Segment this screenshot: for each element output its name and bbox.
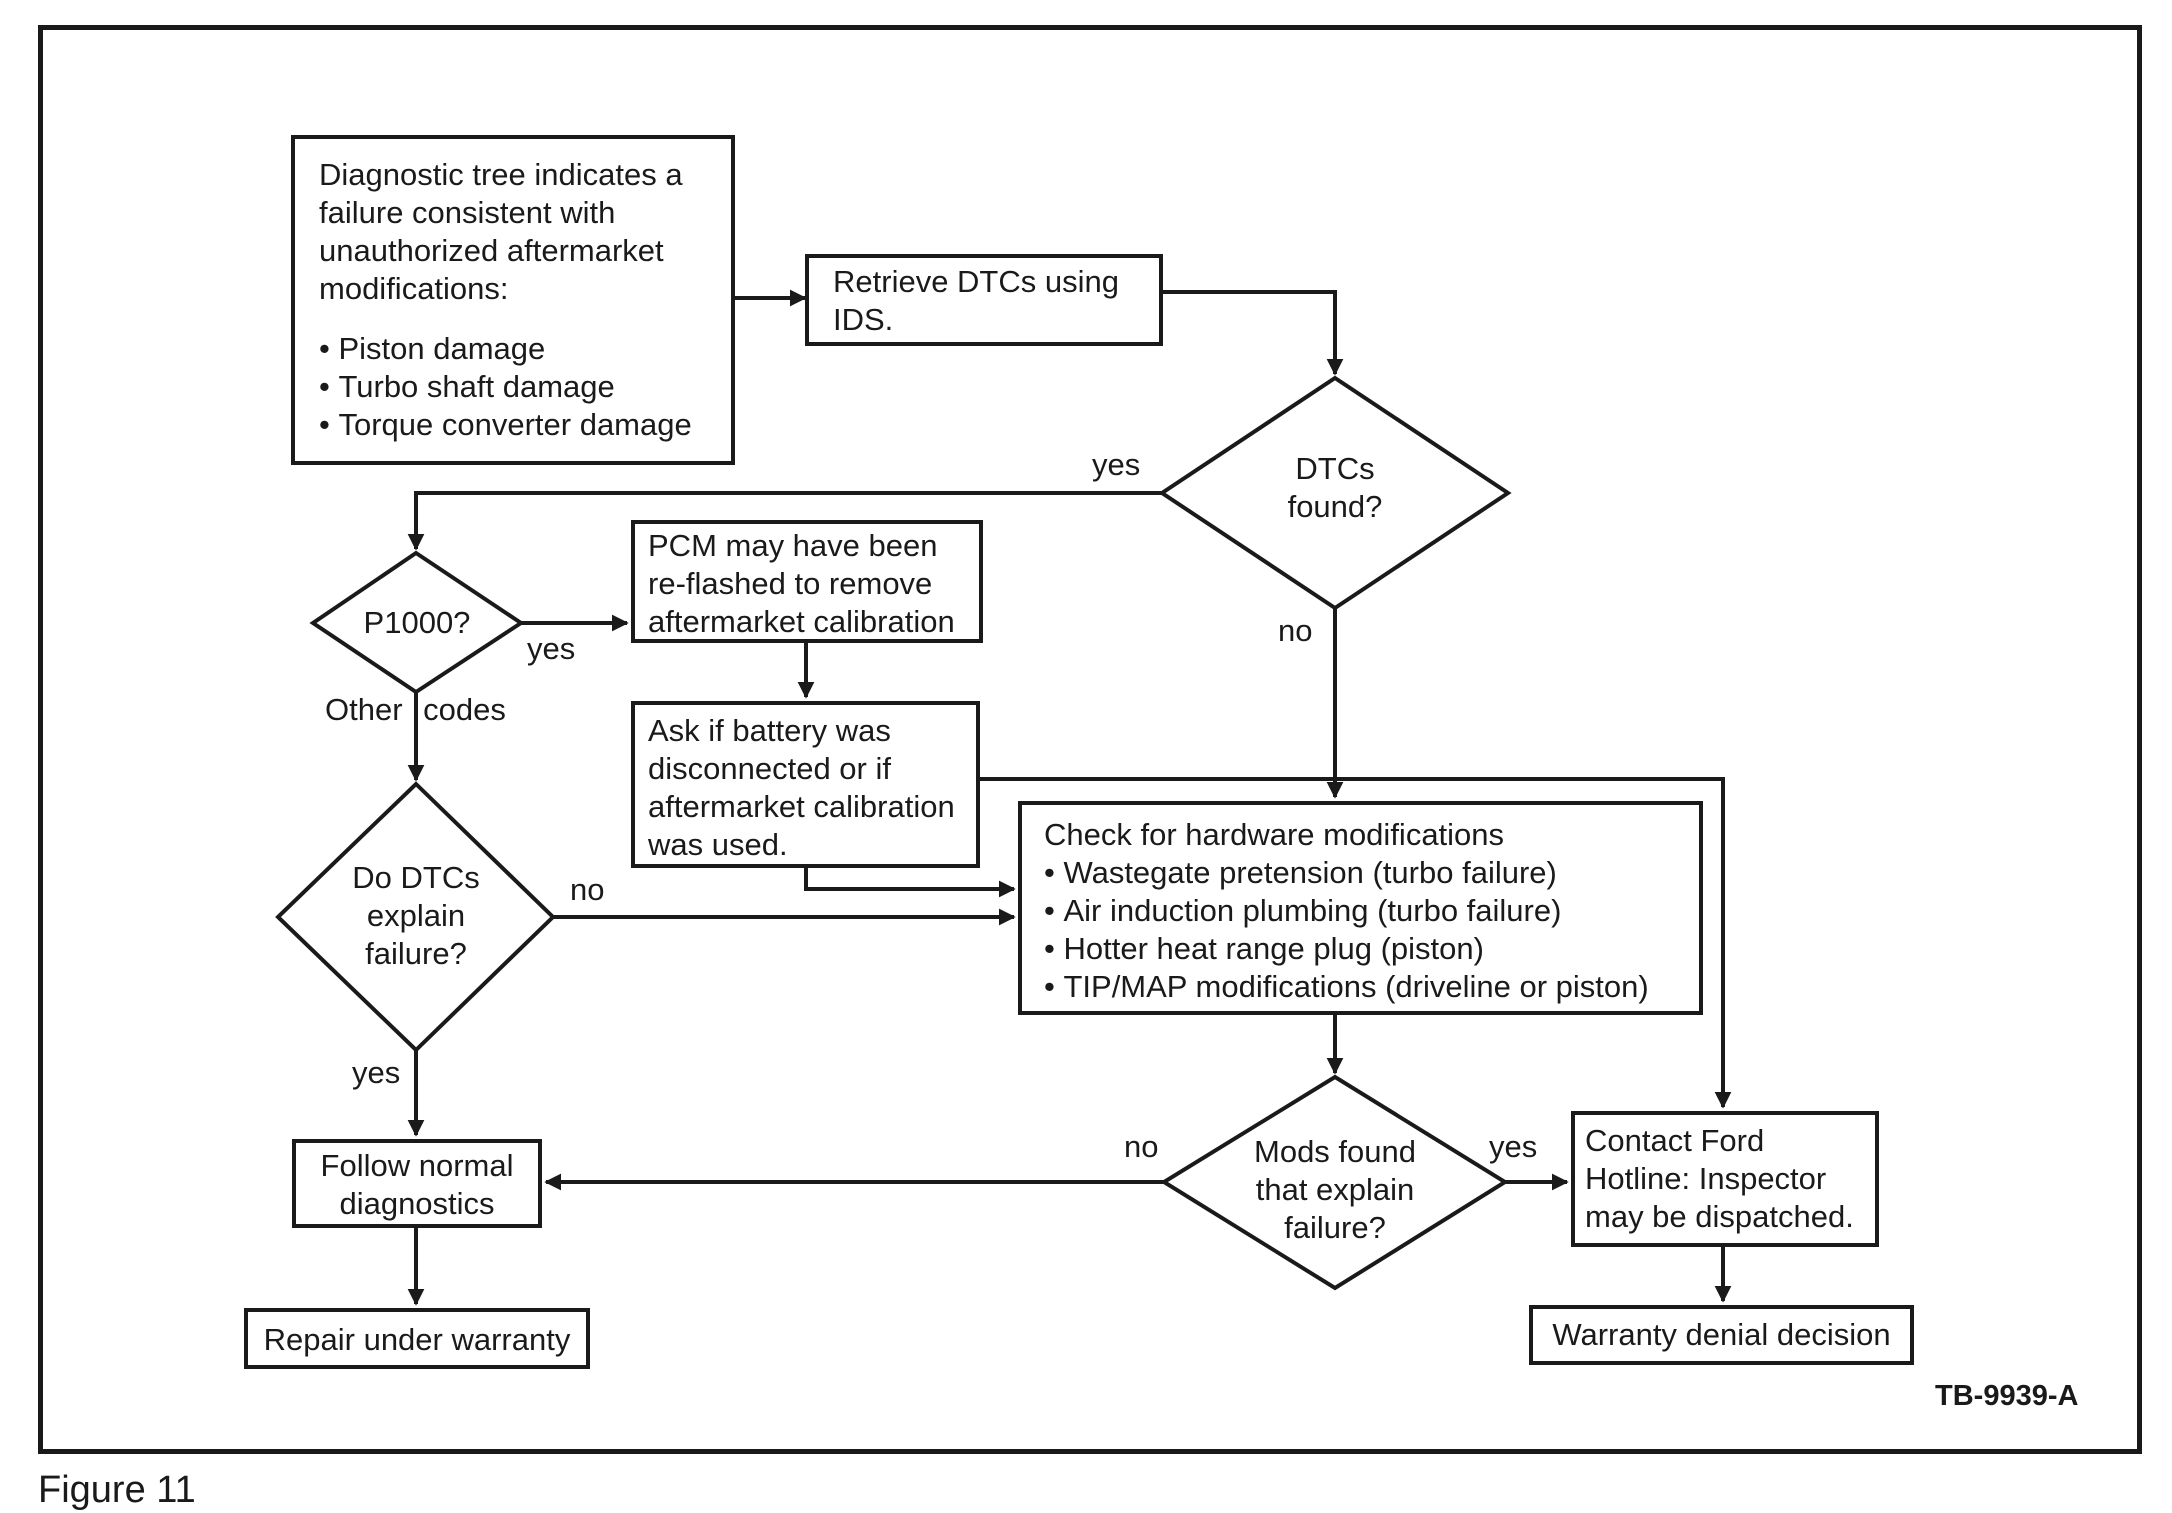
hardware-bullet-item: Wastegate pretension (turbo failure) <box>1044 854 1691 892</box>
decision-p1000-text: P1000? <box>363 605 471 640</box>
start-box: Diagnostic tree indicates a failure cons… <box>291 135 735 465</box>
arrow-dtcs-yes-to-p1000 <box>407 491 1162 551</box>
warranty-denial-box: Warranty denial decision <box>1529 1305 1914 1365</box>
warranty-denial-text: Warranty denial decision <box>1552 1317 1891 1352</box>
label-mods-no: no <box>1124 1129 1159 1164</box>
battery-question-box: Ask if battery was disconnected or if af… <box>631 701 980 868</box>
pcm-reflash-text: PCM may have been re-flashed to remove a… <box>648 528 955 639</box>
repair-warranty-text: Repair under warranty <box>263 1322 571 1357</box>
follow-diagnostics-box: Follow normal diagnostics <box>292 1139 542 1228</box>
arrow-retrieve-to-dtcs <box>1163 290 1344 376</box>
hardware-bullet-item: Hotter heat range plug (piston) <box>1044 930 1691 968</box>
start-bullet-list: Piston damage Turbo shaft damage Torque … <box>319 330 707 444</box>
label-mods-yes: yes <box>1489 1129 1538 1164</box>
label-dtcs-yes: yes <box>1092 447 1141 482</box>
hardware-bullet-list: Wastegate pretension (turbo failure) Air… <box>1044 854 1691 1006</box>
figure-frame <box>38 25 2142 1454</box>
contact-hotline-text: Contact Ford Hotline: Inspector may be d… <box>1585 1123 1854 1234</box>
contact-hotline-box: Contact Ford Hotline: Inspector may be d… <box>1571 1111 1879 1247</box>
decision-explain-text: Do DTCs explain failure? <box>352 860 480 971</box>
decision-dtcs-found-text: DTCs found? <box>1287 451 1383 524</box>
pcm-reflash-box: PCM may have been re-flashed to remove a… <box>631 520 983 643</box>
start-bullet-item: Turbo shaft damage <box>319 368 707 406</box>
start-bullet-item: Torque converter damage <box>319 406 707 444</box>
label-explain-no: no <box>570 872 605 907</box>
retrieve-dtcs-text: Retrieve DTCs using IDS. <box>833 264 1119 337</box>
figure-caption: Figure 11 <box>38 1469 196 1511</box>
hardware-bullet-item: TIP/MAP modifications (driveline or pist… <box>1044 968 1691 1006</box>
retrieve-dtcs-box: Retrieve DTCs using IDS. <box>805 254 1163 346</box>
repair-warranty-box: Repair under warranty <box>244 1308 590 1369</box>
arrow-battery-to-hardware <box>804 868 1016 898</box>
decision-mods-shape <box>1160 1074 1509 1291</box>
label-other-codes: Other codes <box>325 692 506 727</box>
battery-question-text: Ask if battery was disconnected or if af… <box>648 713 955 862</box>
label-explain-yes: yes <box>352 1055 401 1090</box>
arrow-battery-to-contact <box>980 777 1732 1109</box>
start-bullet-item: Piston damage <box>319 330 707 368</box>
hardware-mods-text: Check for hardware modifications <box>1044 817 1505 852</box>
start-text: Diagnostic tree indicates a failure cons… <box>319 157 683 306</box>
label-dtcs-no: no <box>1278 613 1313 648</box>
decision-mods-text: Mods found that explain failure? <box>1254 1134 1416 1245</box>
hardware-mods-box: Check for hardware modifications Wastega… <box>1018 801 1703 1015</box>
label-p1000-yes: yes <box>527 631 576 666</box>
follow-diagnostics-text: Follow normal diagnostics <box>320 1148 514 1221</box>
hardware-bullet-item: Air induction plumbing (turbo failure) <box>1044 892 1691 930</box>
figure-reference: TB-9939-A <box>1935 1380 2079 1412</box>
